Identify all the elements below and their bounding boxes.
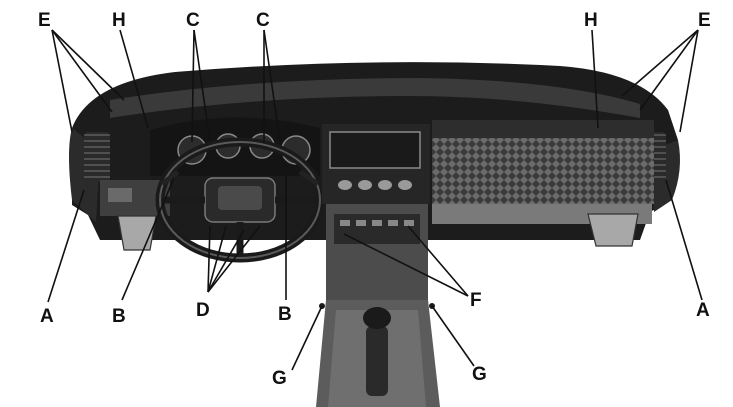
center-controls (338, 180, 412, 190)
dashboard-illustration (69, 62, 680, 407)
leader-lines (47, 29, 703, 371)
callout-c-right: C (256, 10, 270, 31)
callout-e-right: E (698, 10, 711, 31)
passenger-upper-panel (432, 120, 654, 138)
left-lower-panel-detail (108, 188, 132, 202)
callout-labels: E H C C H E A B D B F A G G (38, 10, 711, 389)
right-stalk (298, 169, 320, 187)
callout-h-right: H (584, 10, 598, 31)
center-switch-bank (334, 214, 420, 244)
left-stalk (160, 170, 180, 186)
center-display (329, 131, 421, 169)
gear-lever (363, 307, 391, 396)
callout-c-left: C (186, 10, 200, 31)
left-side-vent (84, 132, 110, 182)
glovebox (587, 213, 639, 247)
callout-e-left: E (38, 10, 51, 31)
steering-wheel (155, 137, 325, 263)
callout-b-left: B (112, 306, 126, 327)
callout-g-right: G (472, 364, 487, 385)
callout-d: D (196, 300, 210, 321)
callout-a-right: A (696, 300, 710, 321)
passenger-grille-panel (432, 138, 654, 204)
callout-b-right: B (278, 304, 292, 325)
dashboard-top-highlight (110, 78, 640, 118)
center-switches (340, 220, 414, 226)
callout-a-left: A (40, 306, 54, 327)
callout-g-left: G (272, 368, 287, 389)
callout-f: F (470, 290, 482, 311)
callout-h-left: H (112, 10, 126, 31)
